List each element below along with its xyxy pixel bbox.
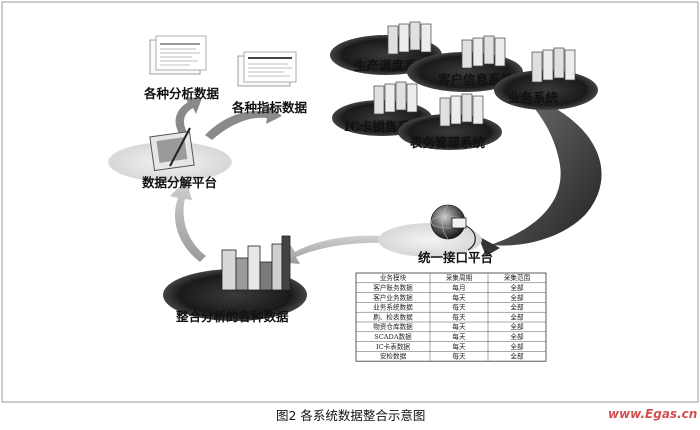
arrow-to-indicator-data (205, 104, 282, 140)
table-cell: 全部 (510, 342, 524, 351)
bar-stack-icon (221, 235, 291, 291)
server-icon (439, 93, 484, 127)
server-icon (373, 81, 418, 115)
table-cell: 全部 (510, 283, 524, 292)
label-analysis-platform: 数据分解平台 (141, 175, 217, 190)
system-business (494, 47, 598, 110)
table-header-cell: 采集周期 (446, 273, 473, 282)
figure-caption: 图2 各系统数据整合示意图 (276, 408, 425, 423)
data-collection-table: 业务模块采集周期采集范围客户账务数据每月全部客户业务数据每天全部业务系统数据每天… (355, 272, 547, 362)
table-cell: 每天 (452, 293, 466, 302)
system-customer-info (407, 35, 523, 92)
table-cell: 客户账务数据 (373, 283, 413, 292)
table-cell: 每天 (452, 303, 466, 312)
label-meter-system: 表务管理系统 (409, 135, 486, 150)
table-cell: 每天 (452, 342, 466, 351)
table-cell: 每月 (452, 283, 465, 292)
table-cell: 全部 (510, 303, 524, 312)
server-icon (387, 21, 432, 55)
server-icon (531, 47, 576, 83)
table-cell: SCADA数据 (374, 332, 412, 341)
table-cell: IC卡表数据 (376, 342, 410, 351)
table-cell: 每天 (452, 352, 466, 361)
table-cell: 业务系统数据 (373, 303, 413, 312)
arrow-to-analysis-data (175, 97, 202, 135)
table-cell: 每天 (452, 312, 466, 321)
table-cell: 物资仓库数据 (373, 322, 413, 331)
table-cell: 客户业务数据 (373, 293, 413, 302)
globe-icon (430, 204, 476, 251)
arrow-integrated-to-analysis (170, 180, 206, 262)
server-icon (461, 35, 506, 69)
label-interface-platform: 统一接口平台 (418, 250, 493, 265)
figure-border (1, 1, 699, 403)
arrow-interface-to-integrated (278, 235, 405, 264)
table-cell: 全部 (510, 293, 524, 302)
analysis-platform-icon (149, 127, 195, 172)
table-cell: 全部 (510, 352, 524, 361)
table-cell: 全部 (510, 312, 524, 321)
system-meter (398, 93, 502, 150)
label-analysis-data: 各种分析数据 (143, 86, 220, 101)
label-customer-info-system: 客户信息系统 (437, 72, 514, 87)
table-cell: 每天 (452, 332, 466, 341)
label-indicator-data: 各种指标数据 (231, 100, 308, 115)
watermark: www.Egas.cn (608, 407, 697, 421)
swoosh-arrowhead (478, 236, 500, 256)
table-cell: 全部 (510, 332, 524, 341)
table-header-cell: 采集范围 (504, 273, 531, 282)
table-cell: 刷、检表数据 (373, 312, 413, 321)
table-cell: 安检数据 (380, 352, 407, 361)
analysis-data-icon (149, 35, 207, 75)
table-cell: 全部 (510, 322, 524, 331)
label-business-system: 业务系统 (508, 90, 559, 105)
swoosh-to-interface (490, 92, 602, 246)
table-cell: 每天 (452, 322, 466, 331)
indicator-data-icon (237, 51, 297, 87)
table-header-cell: 业务模块 (380, 273, 407, 282)
label-integrated-data: 整合分析的各种数据 (176, 309, 289, 324)
